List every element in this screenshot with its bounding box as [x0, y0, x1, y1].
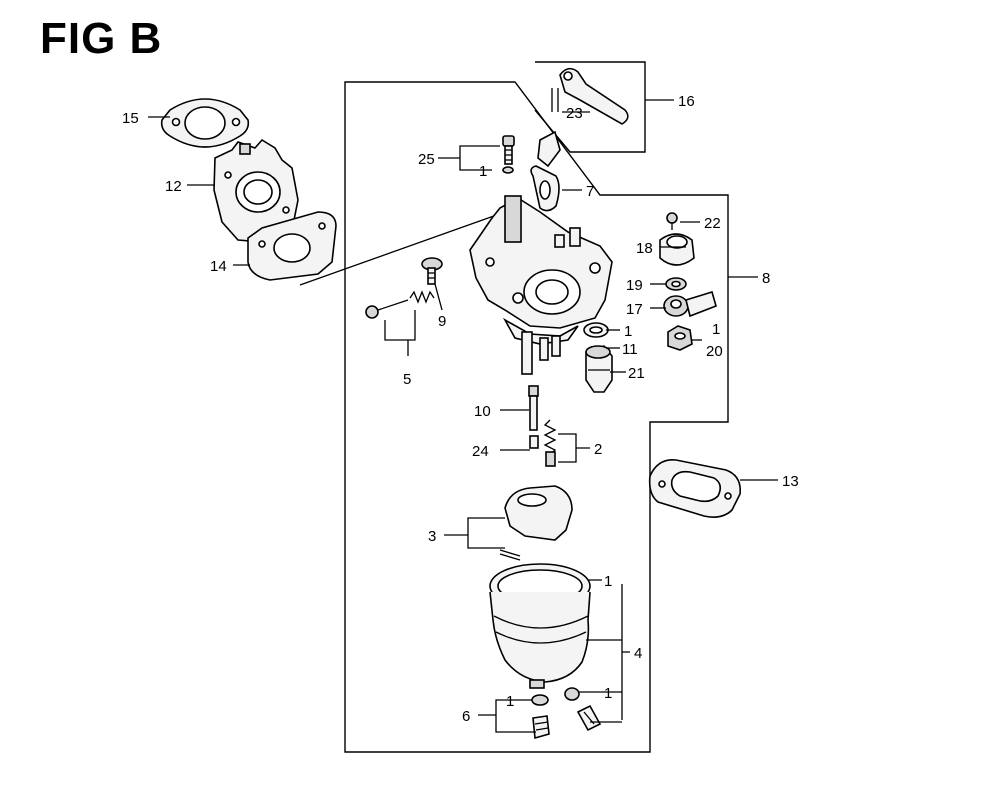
screw-part-9 [421, 257, 443, 285]
callout-11: 11 [622, 341, 638, 358]
gasket-link-line [299, 211, 506, 286]
oring-part-11 [583, 322, 609, 338]
callout-1-screw: 1 [479, 163, 487, 180]
callout-21: 21 [628, 365, 645, 382]
callout-1-drain-washer: 1 [506, 693, 514, 710]
gasket-part-15 [160, 98, 250, 148]
insulator-part-12 [213, 138, 299, 243]
callout-1-nut: 1 [712, 321, 720, 338]
drain-screw-part-6 [531, 694, 550, 740]
main-jet-part-2 [529, 419, 557, 467]
callout-8: 8 [762, 270, 770, 287]
callout-12: 12 [165, 178, 182, 195]
choke-shaft-part-7 [530, 130, 561, 212]
gasket-part-14 [247, 211, 337, 281]
nut-part-20 [667, 325, 693, 351]
callout-1-bowl-washer: 1 [604, 685, 612, 702]
callout-18: 18 [636, 240, 653, 257]
callout-13: 13 [782, 473, 799, 490]
callout-4: 4 [634, 645, 642, 662]
callout-25: 25 [418, 151, 435, 168]
callout-19: 19 [626, 277, 643, 294]
gasket-part-13 [648, 459, 742, 518]
choke-lever-frame [534, 61, 646, 153]
jet-part-10 [528, 385, 539, 431]
callout-20: 20 [706, 343, 723, 360]
callout-3: 3 [428, 528, 436, 545]
callout-7: 7 [586, 183, 594, 200]
callout-5: 5 [403, 371, 411, 388]
lever-part-17 [663, 290, 717, 318]
float-part-3 [499, 485, 573, 561]
callout-1-bowl-gasket: 1 [604, 573, 612, 590]
throttle-screw-part-5 [365, 290, 435, 319]
leader-lines [148, 99, 778, 733]
callout-23: 23 [566, 105, 583, 122]
callout-22: 22 [704, 215, 721, 232]
figure-title: FIG B [40, 14, 163, 63]
callout-16: 16 [678, 93, 695, 110]
choke-lever-part-16 [551, 67, 629, 125]
float-bowl-part-4 [489, 563, 591, 689]
callout-9: 9 [438, 313, 446, 330]
callout-24: 24 [472, 443, 489, 460]
callout-6: 6 [462, 708, 470, 725]
callout-1-oring: 1 [624, 323, 632, 340]
callout-2: 2 [594, 441, 602, 458]
plug-part-21 [585, 345, 613, 393]
callout-17: 17 [626, 301, 643, 318]
oring-part-19 [665, 277, 687, 291]
cap-part-18 [659, 233, 695, 266]
bowl-screw-right [564, 687, 602, 732]
screw-part-22 [666, 212, 678, 230]
callout-10: 10 [474, 403, 491, 420]
callout-15: 15 [122, 110, 139, 127]
screw-part-25 [502, 135, 515, 174]
callout-14: 14 [210, 258, 227, 275]
carburetor-body [469, 195, 613, 375]
